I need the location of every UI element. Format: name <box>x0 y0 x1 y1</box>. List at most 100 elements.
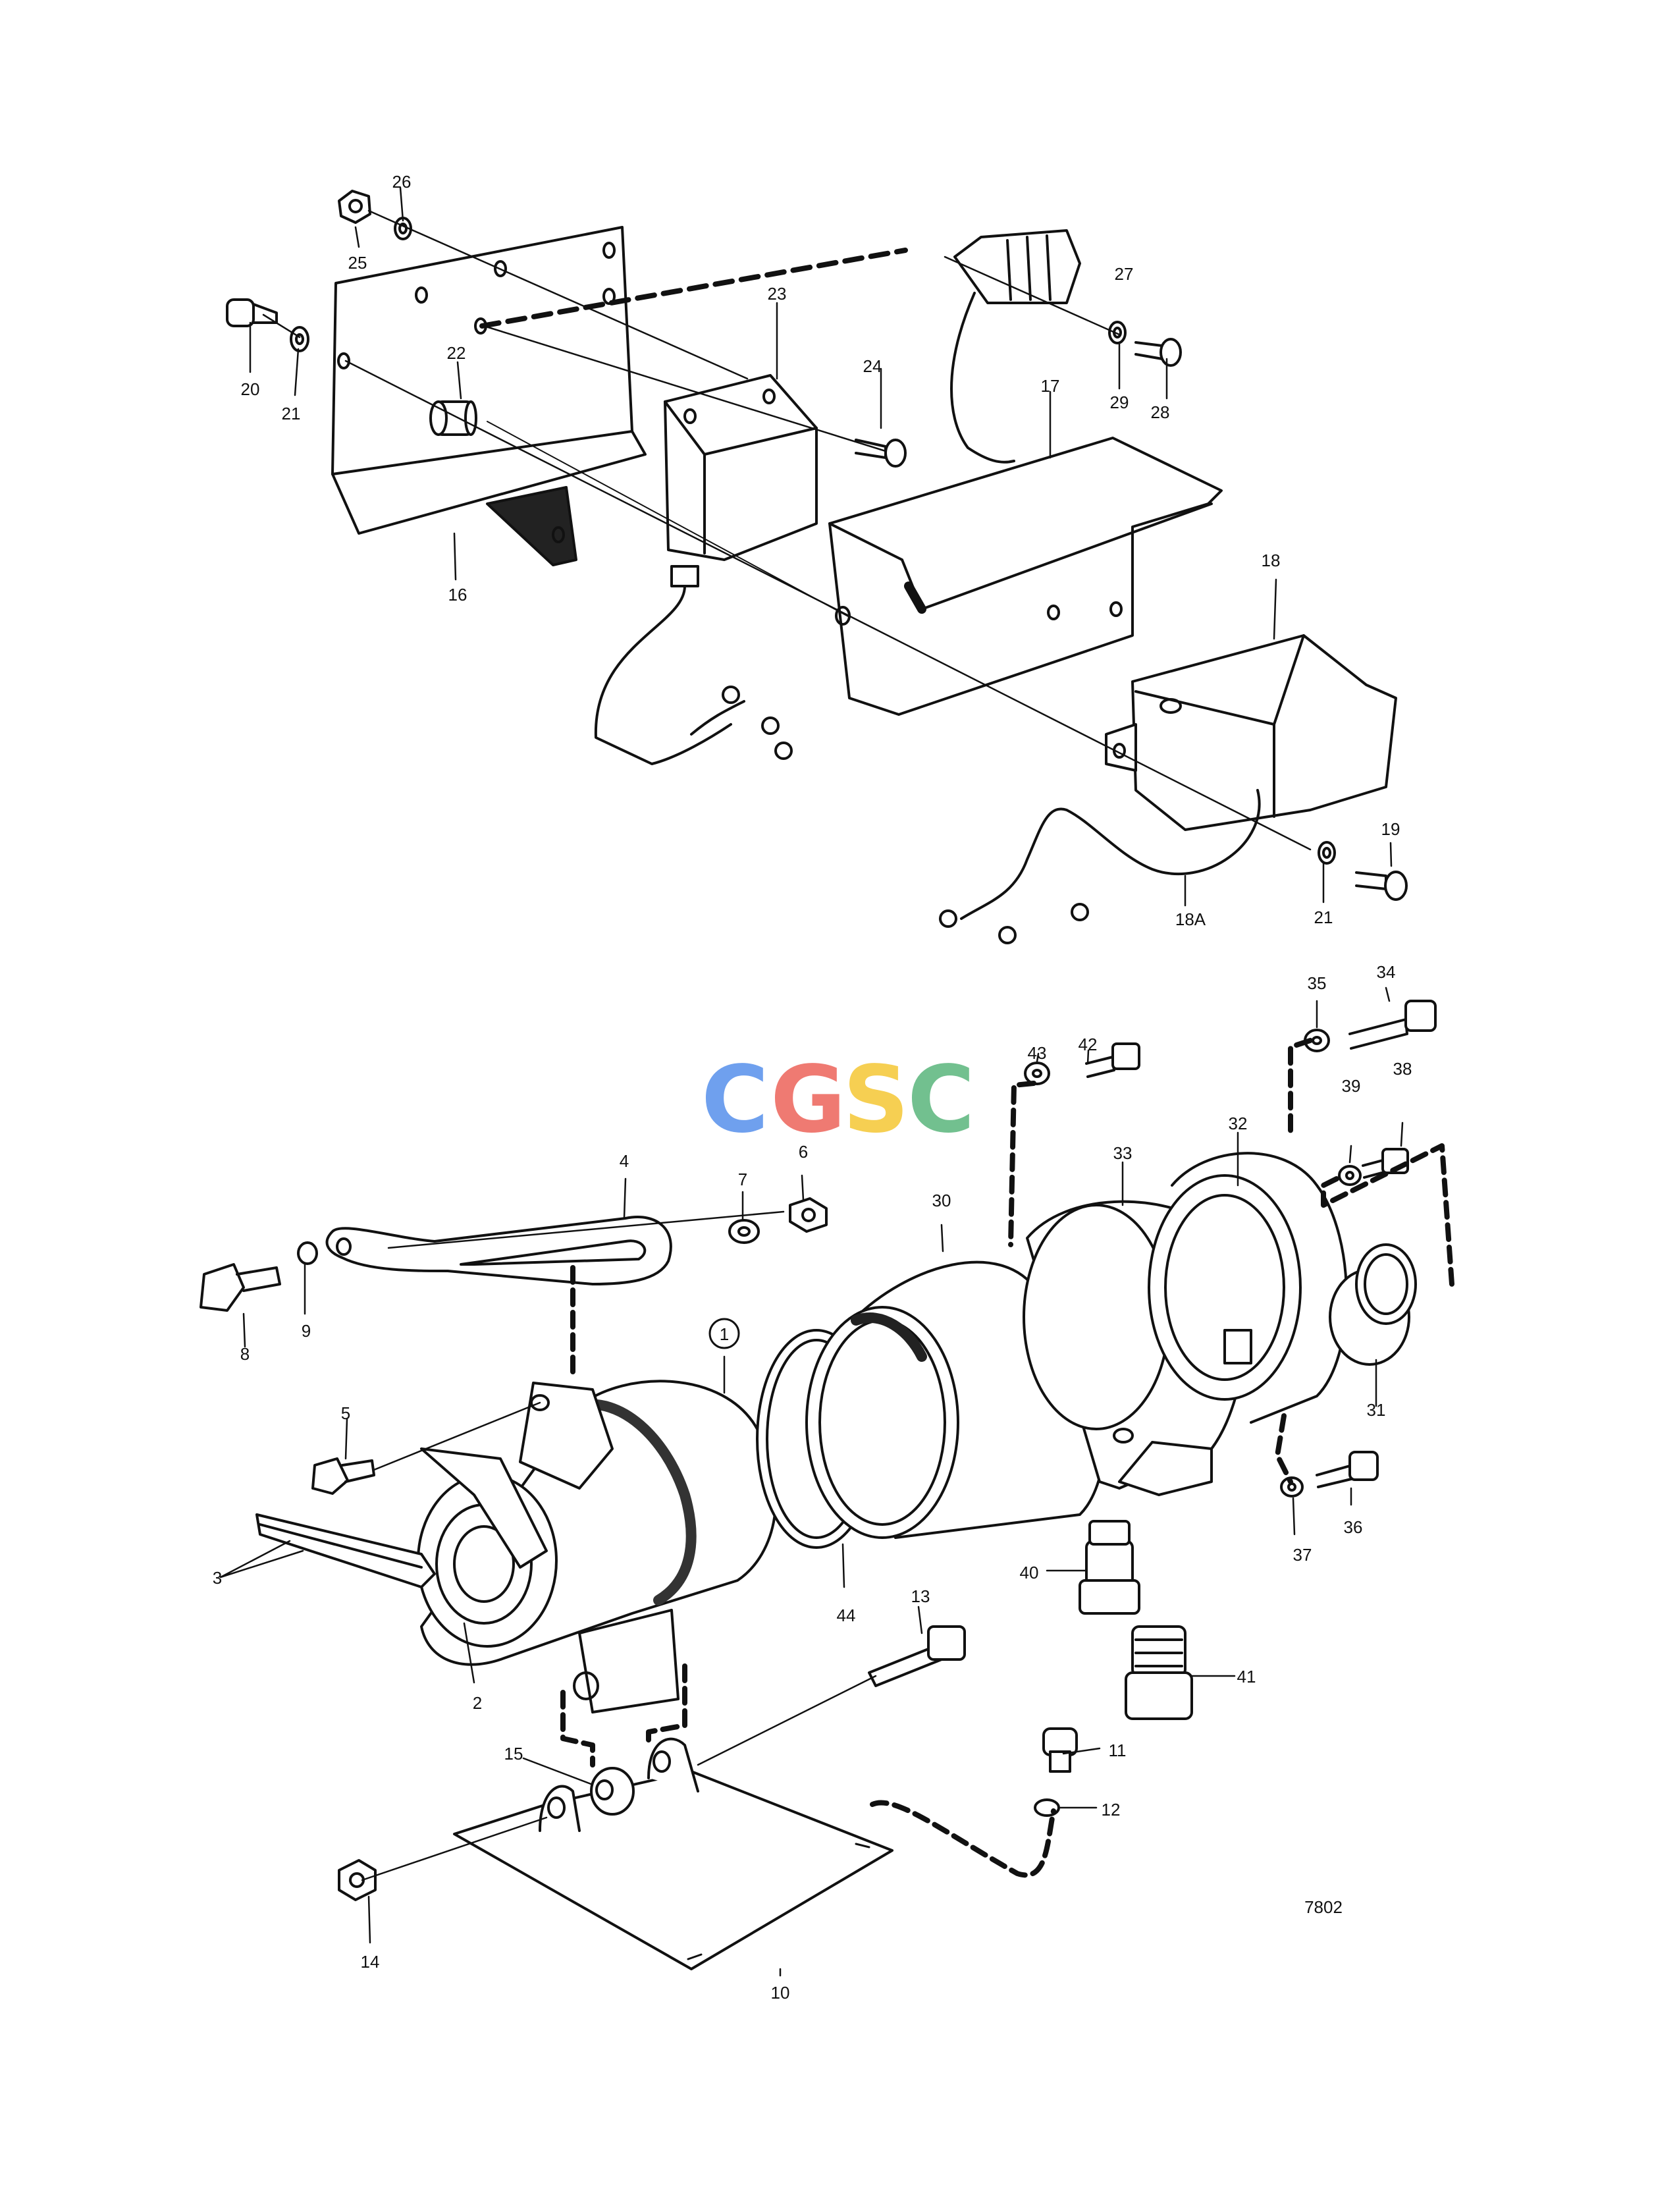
label-40: 40 <box>1020 1563 1039 1582</box>
logo-letter-c2: C <box>907 1046 975 1154</box>
label-4: 4 <box>620 1151 629 1171</box>
cap-31 <box>1329 1243 1417 1366</box>
washer-35 <box>1304 1029 1330 1052</box>
washer-21b <box>1318 841 1336 865</box>
bolt-20 <box>226 298 278 327</box>
label-35: 35 <box>1308 973 1327 993</box>
cgsc-logo: C G S C <box>701 1046 975 1154</box>
fitting-40 <box>1079 1520 1140 1615</box>
bolt-34 <box>1348 1000 1437 1050</box>
label-9: 9 <box>302 1321 311 1341</box>
label-22: 22 <box>447 343 466 363</box>
bolt-8 <box>200 1263 281 1312</box>
label-43: 43 <box>1028 1043 1047 1063</box>
label-17: 17 <box>1041 376 1060 396</box>
adjusting-arm-4 <box>325 1216 672 1285</box>
logo-letter-c1: C <box>701 1046 769 1154</box>
label-3: 3 <box>213 1568 222 1588</box>
regulator-box-18 <box>939 634 1397 944</box>
relay-box-23 <box>594 374 818 765</box>
nut-25 <box>338 190 371 224</box>
mount-plate-10 <box>453 1737 893 1970</box>
dashed-alignment-lines <box>560 1038 1454 1878</box>
part-labels: 26 25 20 21 22 23 24 27 29 28 17 18 19 2… <box>213 172 1412 2003</box>
label-34: 34 <box>1377 962 1396 982</box>
bracket-plate-16 <box>331 226 647 566</box>
screw-19 <box>1355 871 1408 901</box>
line-arm-bolt <box>387 1210 785 1249</box>
nut-6 <box>789 1197 828 1233</box>
leader-lines <box>219 186 1404 1977</box>
bolt-11 <box>1042 1727 1078 1773</box>
washer-39 <box>1338 1165 1362 1186</box>
label-28: 28 <box>1151 402 1170 422</box>
label-18a: 18A <box>1175 909 1206 929</box>
label-39: 39 <box>1342 1076 1361 1096</box>
label-29: 29 <box>1110 392 1129 412</box>
ring-32 <box>1148 1152 1348 1424</box>
fitting-41 <box>1125 1625 1193 1720</box>
label-7: 7 <box>738 1170 747 1189</box>
label-42: 42 <box>1079 1035 1098 1054</box>
label-20: 20 <box>241 379 260 399</box>
label-36: 36 <box>1344 1517 1363 1537</box>
label-30: 30 <box>932 1191 951 1210</box>
bolt-42 <box>1085 1042 1140 1078</box>
label-18: 18 <box>1262 551 1281 570</box>
label-23: 23 <box>768 284 787 304</box>
washer-21 <box>290 326 309 352</box>
bottom-connection-lines <box>361 1675 877 1881</box>
label-8: 8 <box>240 1344 250 1364</box>
washer-37 <box>1280 1476 1304 1497</box>
screw-24 <box>855 439 907 468</box>
washer-26 <box>394 217 412 240</box>
bolt-5 <box>311 1401 541 1495</box>
label-25: 25 <box>348 253 367 273</box>
label-12: 12 <box>1102 1800 1121 1820</box>
label-27: 27 <box>1115 264 1134 284</box>
drawing-number: 7802 <box>1304 1897 1343 1917</box>
label-1-circled: 1 <box>708 1318 740 1349</box>
bolt-36 <box>1316 1451 1379 1488</box>
label-6: 6 <box>799 1142 808 1162</box>
label-5: 5 <box>341 1403 350 1423</box>
washer-29 <box>1108 321 1127 344</box>
label-21b: 21 <box>1314 907 1333 927</box>
label-1: 1 <box>720 1324 729 1344</box>
spacer-22 <box>429 400 477 436</box>
label-37: 37 <box>1293 1545 1312 1565</box>
label-16: 16 <box>448 585 467 605</box>
label-11: 11 <box>1109 1740 1127 1760</box>
label-24: 24 <box>863 356 882 376</box>
label-31: 31 <box>1367 1400 1386 1420</box>
label-15: 15 <box>504 1744 523 1764</box>
label-13: 13 <box>911 1586 930 1606</box>
logo-letter-g: G <box>770 1046 846 1154</box>
top-connection-lines <box>262 209 1312 851</box>
label-10: 10 <box>771 1983 790 2003</box>
washer-43 <box>1024 1062 1050 1085</box>
label-19: 19 <box>1381 819 1400 839</box>
bolt-13 <box>868 1625 966 1687</box>
label-38: 38 <box>1393 1059 1412 1079</box>
label-41: 41 <box>1237 1667 1256 1686</box>
washer-7 <box>728 1219 760 1244</box>
housing-30 <box>805 1260 1107 1539</box>
label-2: 2 <box>473 1693 482 1713</box>
label-21: 21 <box>282 404 301 423</box>
cover-17 <box>828 437 1223 716</box>
alternator-1 <box>417 1380 778 1713</box>
regulator-27 <box>950 229 1081 464</box>
washer-9 <box>297 1241 318 1265</box>
label-32: 32 <box>1229 1114 1248 1133</box>
screw-28 <box>1134 338 1182 367</box>
label-14: 14 <box>361 1952 380 1972</box>
logo-letter-s: S <box>843 1046 909 1154</box>
label-44: 44 <box>837 1605 856 1625</box>
belt-3 <box>255 1513 436 1588</box>
spacer-15 <box>590 1767 635 1816</box>
label-33: 33 <box>1113 1143 1133 1163</box>
label-26: 26 <box>392 172 412 192</box>
